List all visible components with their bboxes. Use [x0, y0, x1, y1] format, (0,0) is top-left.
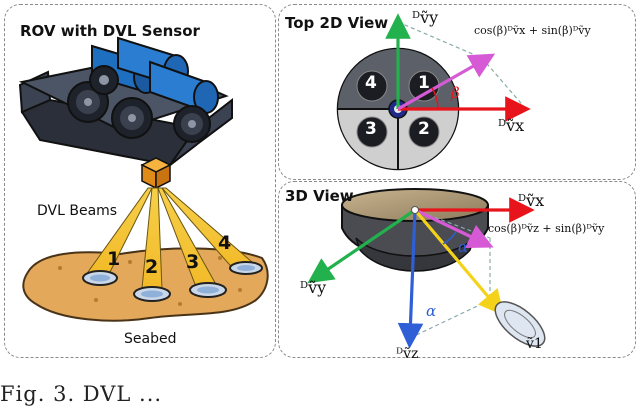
beam-number-3: 3	[186, 251, 200, 273]
top-projection-arrow	[397, 53, 496, 111]
3d-vx-label: ᴰṽx	[518, 191, 545, 210]
top-vx-label: ᴰṽx	[498, 116, 525, 135]
3d-v1-label: ṽ1	[526, 336, 543, 352]
top-vy-label: ᴰṽy	[412, 8, 439, 27]
quadrant-2-label: 2	[418, 119, 430, 139]
seabed-label: Seabed	[124, 331, 177, 347]
rov-illustration	[18, 36, 233, 190]
3d-alpha-label-bottom: α	[426, 302, 437, 320]
rov-panel-title: ROV with DVL Sensor	[20, 22, 200, 40]
quadrant-3-label: 3	[365, 119, 377, 139]
3d-vy-arrow	[307, 208, 416, 284]
3d-alpha-label-top: α	[458, 238, 469, 256]
top-view-title: Top 2D View	[285, 14, 389, 32]
beam-number-4: 4	[218, 232, 232, 254]
3d-projection-label: cos(β)ᴰṽz + sin(β)ᴰṽy	[488, 222, 605, 235]
dvl-beams-label: DVL Beams	[37, 203, 118, 219]
propellers	[67, 65, 211, 143]
beta-arc	[431, 87, 439, 110]
3d-beam-arrow	[413, 208, 505, 316]
3d-alpha-arc	[442, 231, 457, 245]
beta-label: β	[451, 84, 460, 102]
3d-vz-label: ᴰṽz	[396, 346, 419, 362]
beam-number-1: 1	[107, 248, 121, 270]
dvl-sensor-cube	[140, 157, 172, 190]
beam-number-2: 2	[145, 256, 159, 278]
3d-view-title: 3D View	[285, 187, 354, 205]
quadrant-1-label: 1	[418, 73, 430, 93]
top-projection-label: cos(β)ᴰṽx + sin(β)ᴰṽy	[474, 24, 591, 37]
3d-projection-arrow	[414, 208, 494, 249]
beam-footprints	[82, 261, 263, 302]
3d-vy-label: ᴰṽy	[300, 278, 327, 297]
top-view-panel	[278, 4, 636, 180]
figure-caption: Fig. 3. DVL ...	[0, 382, 163, 406]
thruster-cylinders	[91, 36, 219, 114]
3d-footprint	[494, 301, 546, 347]
3d-vz-arrow	[397, 209, 424, 349]
quadrant-4-label: 4	[365, 73, 377, 93]
top-dash-1	[397, 21, 483, 59]
top-dash-2	[481, 57, 527, 110]
3d-dash-3	[409, 299, 491, 339]
dvl-beams	[87, 187, 253, 293]
